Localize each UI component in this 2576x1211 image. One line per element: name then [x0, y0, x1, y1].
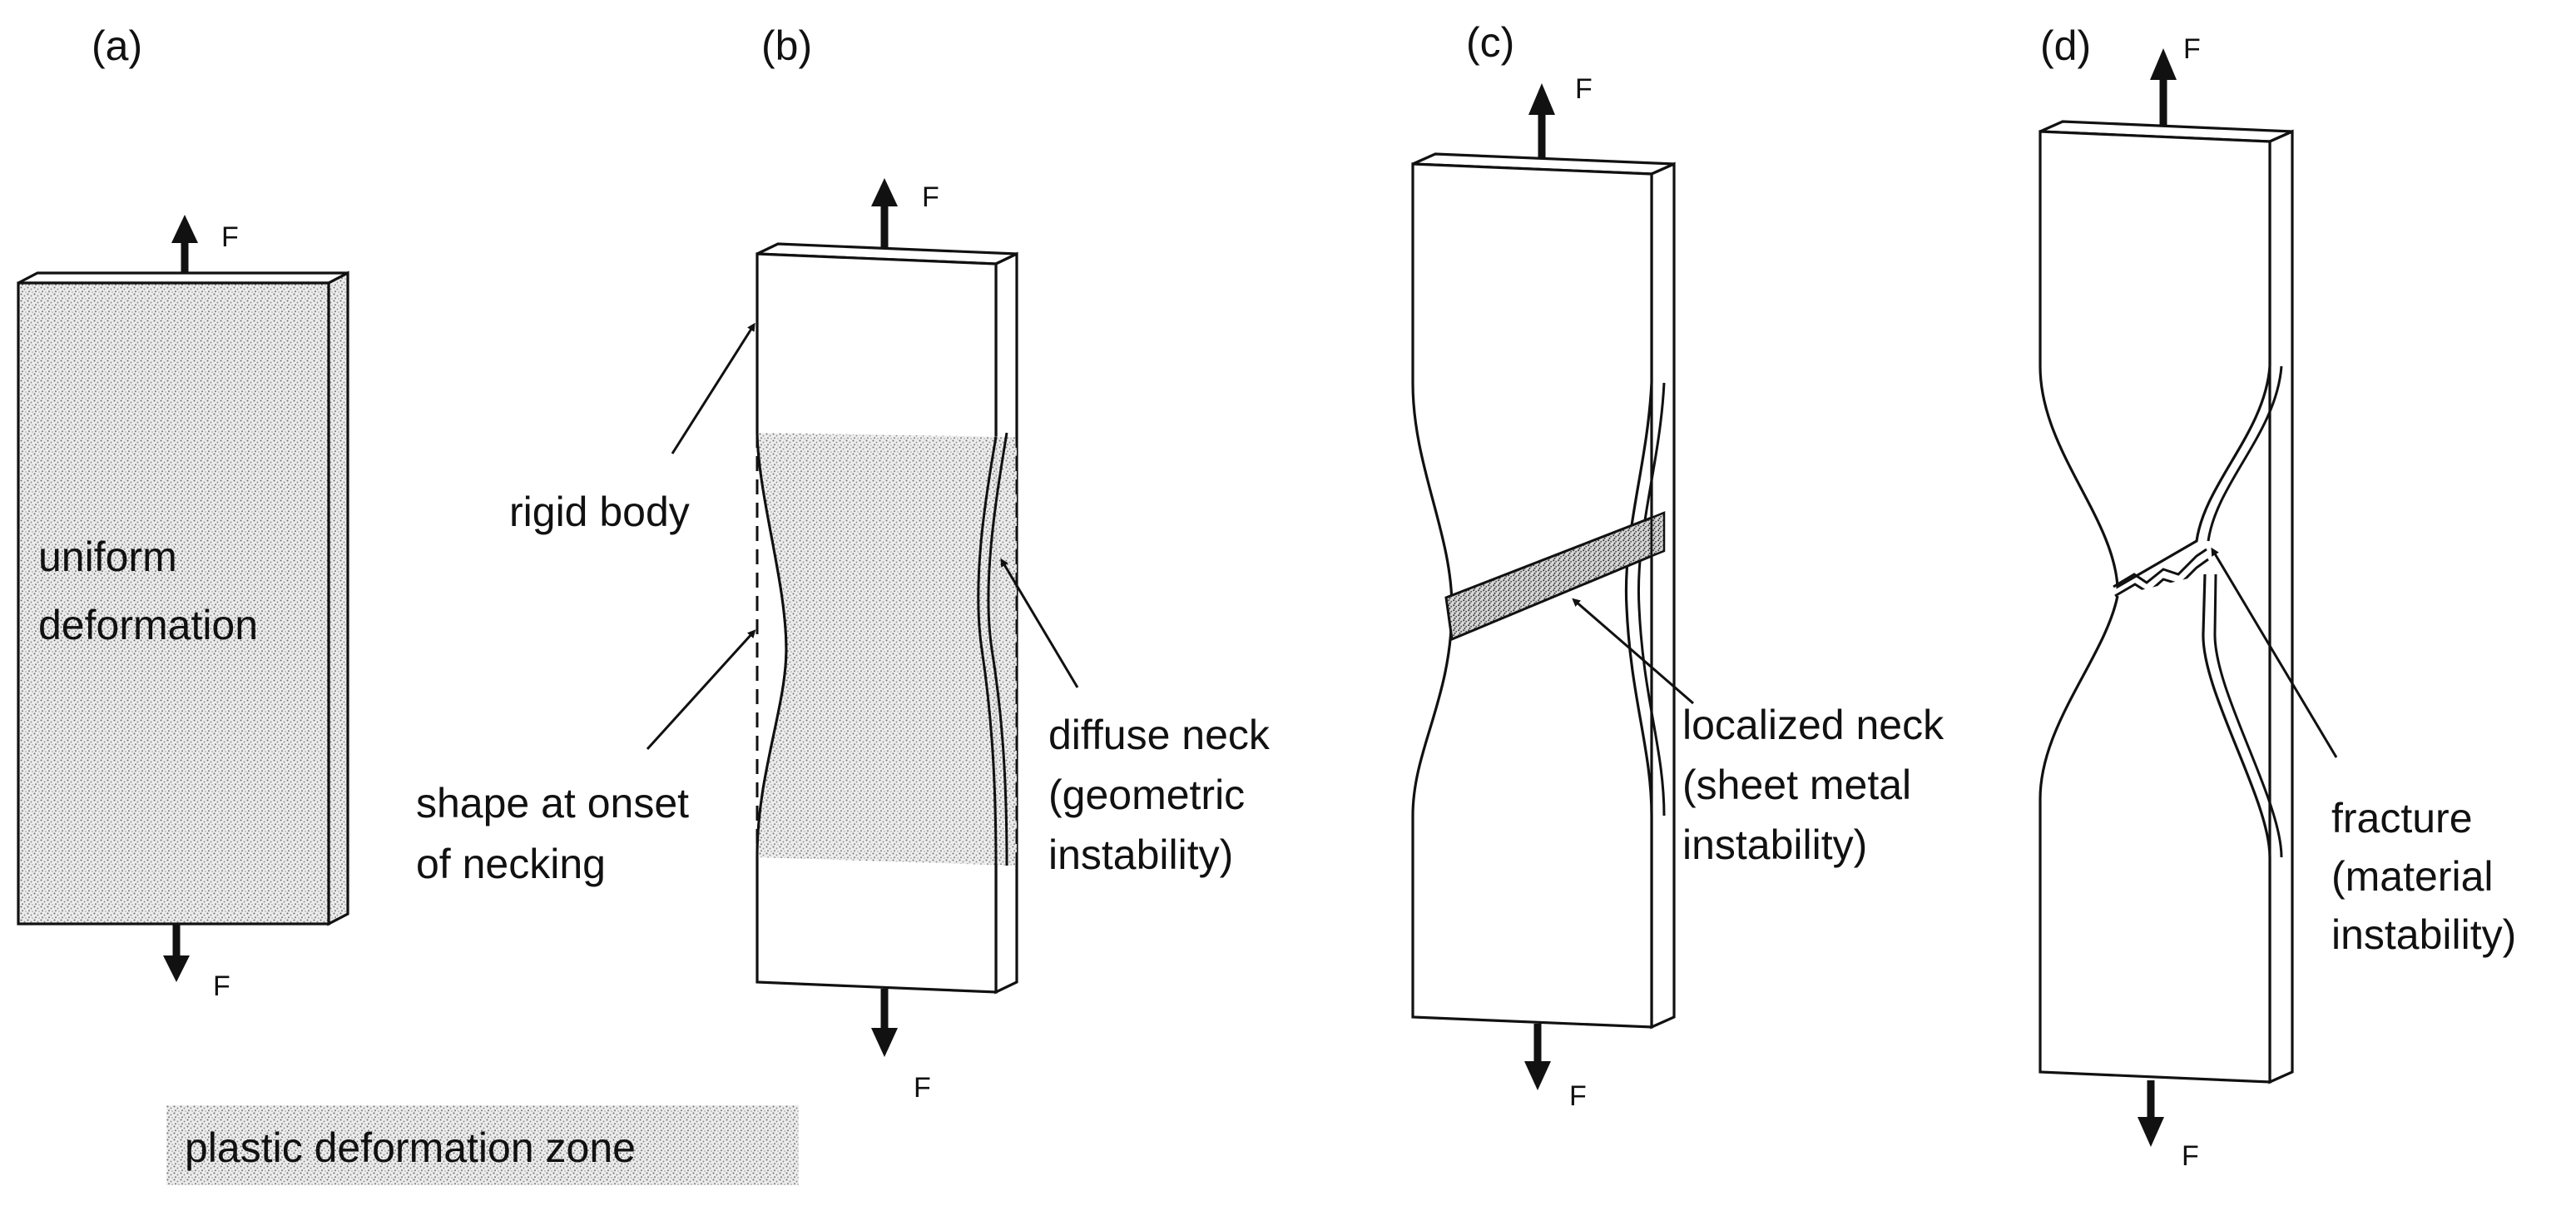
- leader-diffuse-neck: [1000, 558, 1079, 688]
- uniform-deformation-line1: uniform: [38, 534, 177, 580]
- fracture-line3: instability): [2331, 911, 2516, 958]
- leader-shape-onset: [646, 629, 756, 751]
- panel-c: (c) F localized neck (sheet metal instab…: [1411, 19, 1944, 1112]
- diffuse-neck-line3: instability): [1048, 831, 1233, 878]
- leader-rigid-body: [671, 322, 755, 454]
- panel-b-label: (b): [761, 22, 812, 69]
- force-arrow-down-icon: [1524, 1024, 1551, 1090]
- localized-neck-line2: (sheet metal: [1682, 762, 1911, 808]
- panel-a: (a) F uniform deformation F: [17, 22, 349, 1002]
- specimen-b: [755, 242, 1018, 995]
- shape-onset-line1: shape at onset: [416, 780, 689, 826]
- leader-localized-neck: [1572, 598, 1694, 705]
- force-label-bottom: F: [1569, 1080, 1587, 1112]
- panel-b: (b) F rigid body shape at onse: [416, 22, 1271, 1104]
- specimen-c: [1411, 152, 1676, 1030]
- leader-fracture: [2211, 547, 2338, 758]
- legend: plastic deformation zone: [166, 1105, 799, 1185]
- uniform-block: [17, 270, 349, 926]
- fracture-line1: fracture: [2331, 795, 2473, 841]
- force-arrow-down-icon: [2138, 1080, 2164, 1147]
- force-arrow-down-icon: [871, 989, 898, 1057]
- panel-c-label: (c): [1466, 19, 1514, 66]
- force-arrow-up-icon: [171, 215, 198, 279]
- panel-d: (d) F fracture (material instability): [2039, 22, 2516, 1172]
- force-label-bottom: F: [2182, 1140, 2199, 1172]
- force-arrow-up-icon: [2150, 48, 2177, 127]
- uniform-deformation-line2: deformation: [38, 602, 258, 648]
- rigid-body-label: rigid body: [509, 489, 690, 535]
- force-label-top: F: [221, 221, 239, 253]
- force-arrow-down-icon: [163, 924, 190, 982]
- localized-neck-line3: instability): [1682, 821, 1867, 868]
- panel-a-label: (a): [92, 22, 142, 69]
- panel-d-label: (d): [2040, 22, 2091, 69]
- legend-swatch: [166, 1105, 799, 1185]
- fracture-line2: (material: [2331, 853, 2493, 900]
- force-arrow-up-icon: [871, 178, 898, 250]
- diffuse-neck-line1: diffuse neck: [1048, 712, 1271, 758]
- shape-onset-line2: of necking: [416, 841, 606, 887]
- force-label-bottom: F: [213, 970, 230, 1002]
- localized-neck-line1: localized neck: [1682, 702, 1944, 748]
- force-label-bottom: F: [914, 1072, 931, 1104]
- legend-label: plastic deformation zone: [185, 1124, 636, 1171]
- diffuse-neck-line2: (geometric: [1048, 772, 1245, 818]
- specimen-d: [2039, 120, 2294, 1084]
- force-label-top: F: [1575, 73, 1593, 105]
- force-label-top: F: [922, 181, 939, 213]
- force-label-top: F: [2183, 33, 2201, 65]
- force-arrow-up-icon: [1528, 83, 1555, 160]
